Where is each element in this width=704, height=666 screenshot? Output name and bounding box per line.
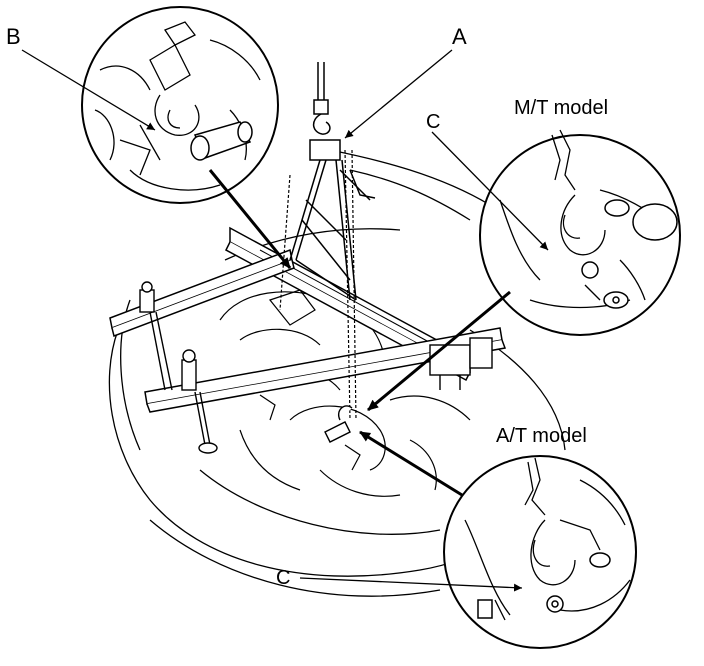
detail-circle-mt [479,129,681,336]
beam-clamp-left [139,281,218,454]
detail-circle-b [81,6,279,204]
beam-clamp-right [429,337,493,390]
leader-c-at [299,577,523,592]
label-mt-model: M/T model [514,97,609,119]
label-c-mt: C [426,111,441,133]
arrow-detail-b [208,169,292,269]
leader-c-mt [431,131,549,251]
engine-hook [324,405,353,443]
leader-b [21,49,156,131]
detail-circle-at [443,455,637,649]
label-c-at: C [276,567,291,589]
arrow-detail-at [359,430,463,497]
arrow-detail-mt [367,290,511,412]
lifting-chain [279,149,357,421]
pointer-arrows [208,169,511,497]
label-b: B [6,24,21,49]
leader-a [344,49,453,139]
label-a: A [452,24,467,49]
label-at-model: A/T model [496,425,587,447]
hoist-hook [312,62,331,135]
lifting-beam-cross [144,327,507,413]
leader-lines [21,49,549,592]
